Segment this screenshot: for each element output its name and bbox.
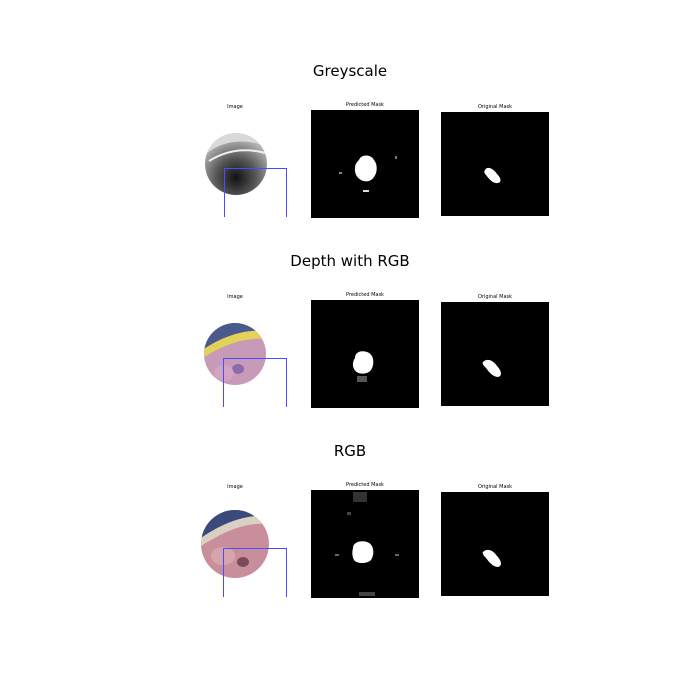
bounding-box xyxy=(223,548,287,597)
original-mask-label: Original Mask xyxy=(477,484,513,490)
depth-rgb-image xyxy=(204,323,266,385)
original-mask xyxy=(441,302,549,406)
predicted-mask xyxy=(311,300,419,408)
row-title-rgb: RGB xyxy=(333,442,367,460)
image-label: Image xyxy=(227,484,243,490)
original-mask xyxy=(441,492,549,596)
predicted-mask-label: Predicted Mask xyxy=(346,482,384,488)
original-mask-label: Original Mask xyxy=(477,294,513,300)
predicted-mask xyxy=(311,110,419,218)
predicted-mask xyxy=(311,490,419,598)
bounding-box xyxy=(223,358,287,407)
row-title-depth-rgb: Depth with RGB xyxy=(290,252,410,270)
greyscale-image xyxy=(205,133,267,195)
original-mask xyxy=(441,112,549,216)
predicted-mask-label: Predicted Mask xyxy=(346,292,384,298)
image-label: Image xyxy=(227,294,243,300)
row-title-greyscale: Greyscale xyxy=(312,62,388,80)
bounding-box xyxy=(224,168,287,217)
image-label: Image xyxy=(227,104,243,110)
predicted-mask-label: Predicted Mask xyxy=(346,102,384,108)
original-mask-label: Original Mask xyxy=(477,104,513,110)
